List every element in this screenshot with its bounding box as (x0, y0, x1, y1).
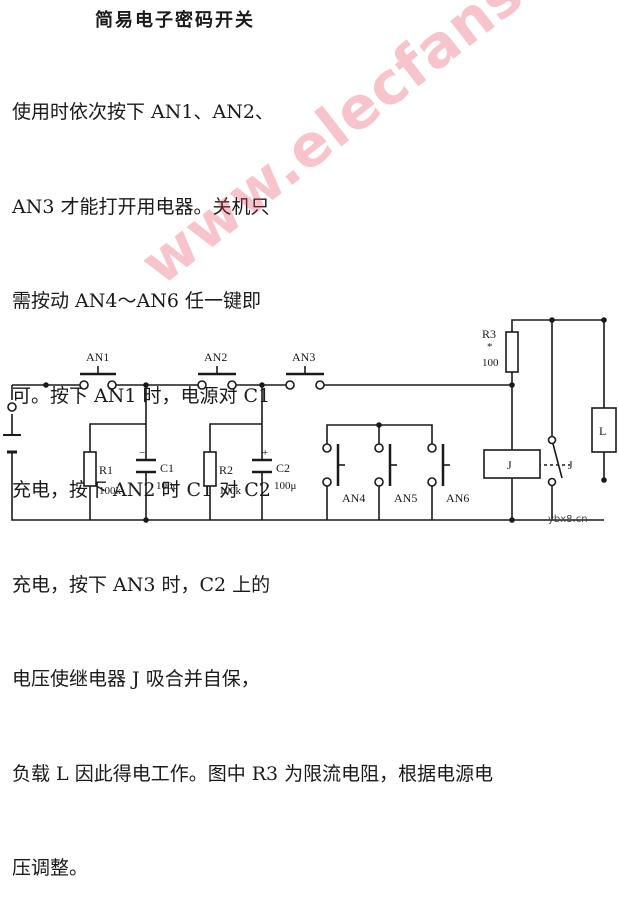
relay-contact-terminal (547, 477, 557, 487)
switch-an2 (197, 366, 237, 390)
label-c2-name: C2 (276, 461, 290, 475)
label-an6: AN6 (446, 491, 469, 505)
footer-watermark: ybx8.cn (548, 514, 588, 525)
label-r3-star: * (487, 341, 493, 353)
label-an3: AN3 (292, 350, 315, 364)
description-line: 可。按下 AN1 时，电源对 C1 (12, 384, 271, 407)
switch-an3 (285, 366, 325, 390)
label-c1-name: C1 (160, 461, 174, 475)
label-an1: AN1 (86, 350, 109, 364)
label-load: L (599, 424, 606, 438)
label-r1-name: R1 (99, 463, 113, 477)
junction-dot (376, 422, 382, 428)
switch-an6 (427, 443, 450, 487)
description-line: 电压使继电器 J 吸合并自保， (12, 668, 260, 690)
junction-dot (509, 517, 515, 523)
junction-dot (143, 517, 149, 523)
wire (89, 385, 147, 520)
label-c2-value: 100μ (274, 480, 297, 492)
description-line: 充电，按下 AN3 时，C2 上的 (12, 573, 271, 596)
junction-dot (509, 382, 515, 388)
resistor-r3 (505, 331, 519, 373)
switch-an1 (79, 366, 117, 390)
relay-coil (483, 449, 541, 479)
junction-dot (143, 382, 149, 388)
label-an2: AN2 (204, 350, 227, 364)
wire (326, 424, 433, 520)
wire (11, 452, 604, 521)
battery-terminal (7, 402, 17, 412)
circuit-schematic: AN1 AN2 AN3 AN4 AN5 AN6 R1 100k C1 100μ … (3, 317, 617, 523)
junction-dot (549, 317, 555, 323)
relay-contact-arm (551, 439, 563, 479)
description-line: 压调整。 (12, 857, 89, 879)
description-line: 负载 L 因此得电工作。图中 R3 为限流电阻，根据电源电 (12, 762, 494, 785)
load (591, 407, 617, 453)
diagram-title: 简易电子密码开关 (95, 10, 255, 31)
resistor-r2 (203, 451, 217, 487)
description-line: AN3 才能打开用电器。关机只 (12, 195, 270, 218)
junction-dot (601, 477, 607, 483)
label-r1-value: 100k (99, 485, 122, 497)
relay-contact-terminal (547, 435, 557, 445)
description-line: 使用时依次按下 AN1、AN2、 (12, 101, 274, 123)
switch-an5 (374, 443, 397, 487)
label-relay-contact: J (568, 458, 573, 472)
switch-an4 (322, 443, 345, 487)
description-line: 充电，按下 AN2 时 C1 对 C2 (12, 479, 271, 501)
label-r2-value: 100k (219, 485, 242, 497)
label-c1-value: 100μ (156, 480, 179, 492)
label-relay: J (507, 458, 512, 472)
label-an4: AN4 (342, 491, 365, 505)
description-line: 需按动 AN4～AN6 任一键即 (12, 290, 261, 312)
label-r3-name: R3 (482, 327, 496, 341)
resistor-r1 (83, 451, 97, 487)
label-r2-name: R2 (219, 463, 233, 477)
wire (209, 385, 263, 520)
junction-dot (43, 382, 49, 388)
junction-dot (259, 382, 265, 388)
label-c2-plus: + (262, 447, 268, 459)
label-c1-minus: − (139, 447, 145, 459)
junction-dot (601, 317, 607, 323)
label-r3-value: 100 (482, 357, 499, 369)
label-an5: AN5 (394, 491, 417, 505)
